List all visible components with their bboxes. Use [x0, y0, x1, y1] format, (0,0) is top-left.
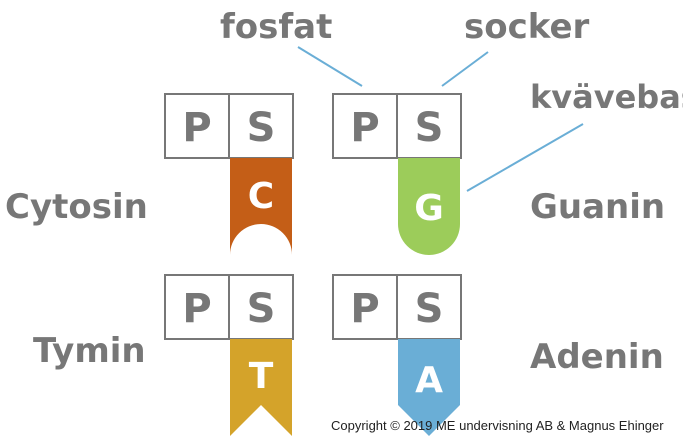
sugar-box [228, 93, 294, 159]
nucleotide-cytosin: P S C [164, 93, 294, 255]
phosphate-letter: P [350, 105, 379, 151]
label-adenin: Adenin [530, 337, 664, 377]
label-cytosin: Cytosin [5, 187, 148, 227]
label-kvavebas: kvävebas [530, 78, 683, 116]
nucleotide-tymin: P S T [164, 274, 294, 436]
sugar-letter: S [247, 286, 276, 332]
nucleotide-guanin: P S G [332, 93, 462, 255]
base-adenine-shape [398, 339, 460, 436]
sugar-letter: S [415, 105, 444, 151]
base-letter: C [248, 176, 274, 217]
label-guanin: Guanin [530, 187, 665, 227]
base-letter: G [414, 188, 444, 229]
pointer-fosfat [297, 46, 363, 87]
label-socker: socker [464, 7, 590, 47]
phosphate-letter: P [182, 105, 211, 151]
label-fosfat: fosfat [220, 7, 332, 47]
phosphate-box [332, 274, 398, 340]
phosphate-letter: P [182, 286, 211, 332]
nucleotide-adenin: P S A [332, 274, 462, 436]
base-thymine-shape [230, 339, 292, 436]
phosphate-letter: P [350, 286, 379, 332]
sugar-letter: S [415, 286, 444, 332]
phosphate-box [164, 274, 230, 340]
phosphate-box [332, 93, 398, 159]
label-tymin: Tymin [33, 331, 146, 371]
pointer-kvavebas [466, 123, 584, 192]
sugar-letter: S [247, 105, 276, 151]
base-letter: T [249, 356, 274, 397]
base-cytosine-shape [230, 158, 292, 255]
base-guanine-shape [398, 158, 460, 255]
sugar-box [228, 274, 294, 340]
phosphate-box [164, 93, 230, 159]
pointer-socker [441, 51, 489, 87]
base-letter: A [415, 360, 443, 401]
copyright-text: Copyright © 2019 ME undervisning AB & Ma… [331, 418, 664, 433]
